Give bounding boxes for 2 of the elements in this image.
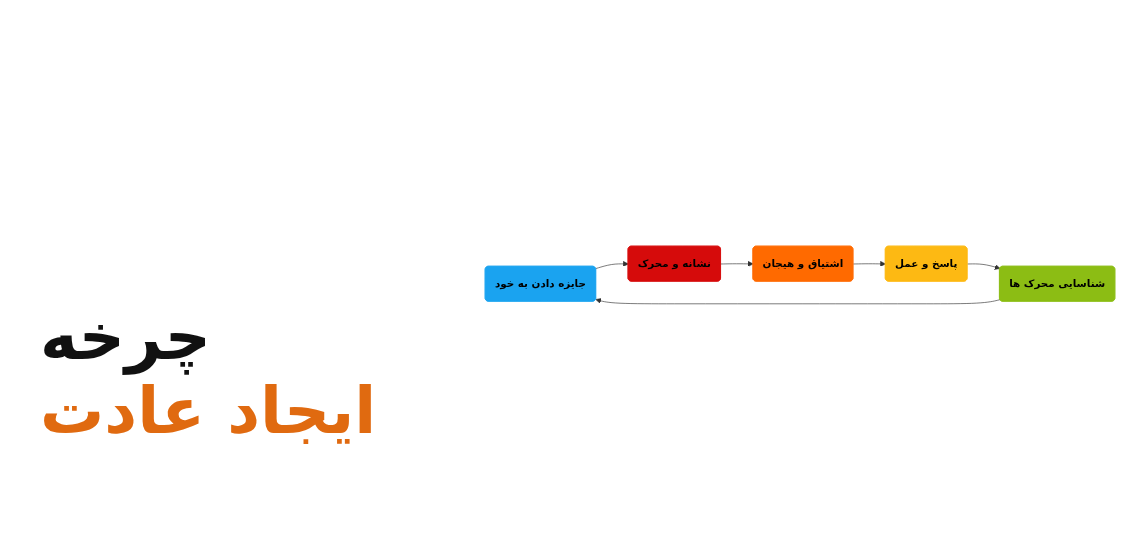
title: چرخه [40, 300, 212, 374]
subtitle: ایجاد عادت [40, 374, 378, 448]
